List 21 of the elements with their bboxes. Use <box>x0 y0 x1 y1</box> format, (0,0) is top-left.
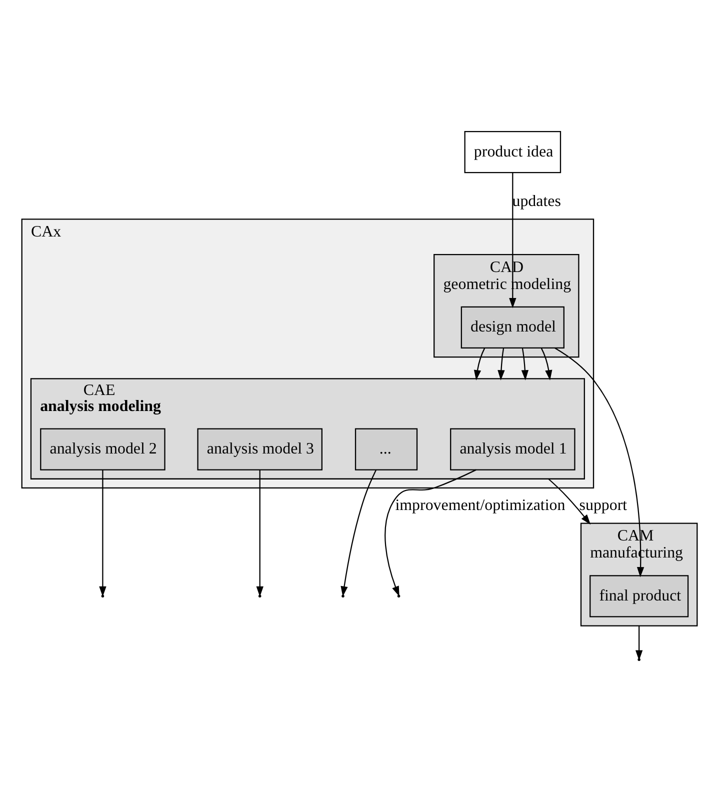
arrow <box>99 469 106 596</box>
edge-label: improvement/optimization <box>395 496 566 514</box>
edge-label: support <box>579 496 628 514</box>
arrow <box>509 172 516 308</box>
arrow <box>635 625 643 660</box>
node-box: final product <box>590 574 689 617</box>
arrow <box>521 348 529 380</box>
node-box: analysis model 3 <box>197 428 322 470</box>
node-box: ... <box>354 428 418 470</box>
arrow <box>474 348 486 380</box>
node-box: product idea <box>464 130 562 173</box>
arrow <box>540 348 552 380</box>
arrow <box>548 478 591 524</box>
node-box: analysis model 2 <box>40 428 166 470</box>
node-box: design model <box>460 306 564 348</box>
arrow <box>554 347 644 577</box>
arrow <box>340 469 377 596</box>
arrow <box>256 469 264 596</box>
node-box: analysis model 1 <box>450 428 576 470</box>
edge-label: updates <box>512 192 561 210</box>
arrow <box>498 348 505 380</box>
